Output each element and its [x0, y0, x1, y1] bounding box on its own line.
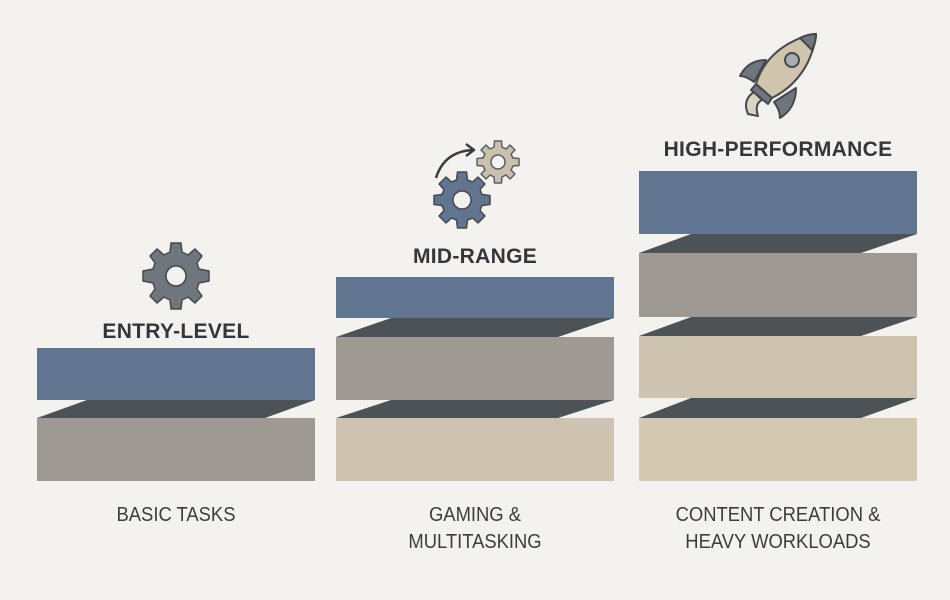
rocket-icon — [739, 33, 817, 119]
tier-title: ENTRY-LEVEL — [102, 320, 250, 343]
layer-gray — [37, 418, 315, 481]
tier-entry-level: ENTRY-LEVEL BASIC TASKS — [37, 0, 315, 600]
tier-title: MID-RANGE — [412, 245, 538, 268]
layer-gray — [336, 337, 614, 400]
rotating-gears-icon — [433, 140, 520, 229]
gear-icon — [142, 242, 210, 310]
layer-tan — [336, 418, 614, 481]
layer-connector — [639, 398, 917, 418]
layer-blue — [37, 348, 315, 400]
layer-gray — [639, 253, 917, 317]
tier-description: CONTENT CREATION & HEAVY WORKLOADS — [675, 504, 881, 553]
tier-description: BASIC TASKS — [116, 504, 236, 526]
tier-description: GAMING & MULTITASKING — [408, 504, 542, 553]
layer-blue — [639, 171, 917, 234]
layer-connector — [336, 400, 614, 418]
layer-connector — [336, 318, 614, 337]
tier-high-performance: HIGH-PERFORMANCE CONTENT CREATION & HEAV… — [639, 0, 917, 600]
layer-blue — [336, 277, 614, 318]
tier-title: HIGH-PERFORMANCE — [663, 138, 893, 161]
layer-tan — [639, 336, 917, 398]
layer-connector — [639, 234, 917, 253]
tier-mid-range: MID-RANGE GAMING & MULTITASKING — [336, 0, 614, 600]
layer-connector — [37, 400, 315, 418]
layer-connector — [639, 317, 917, 336]
layer-tan — [639, 418, 917, 481]
